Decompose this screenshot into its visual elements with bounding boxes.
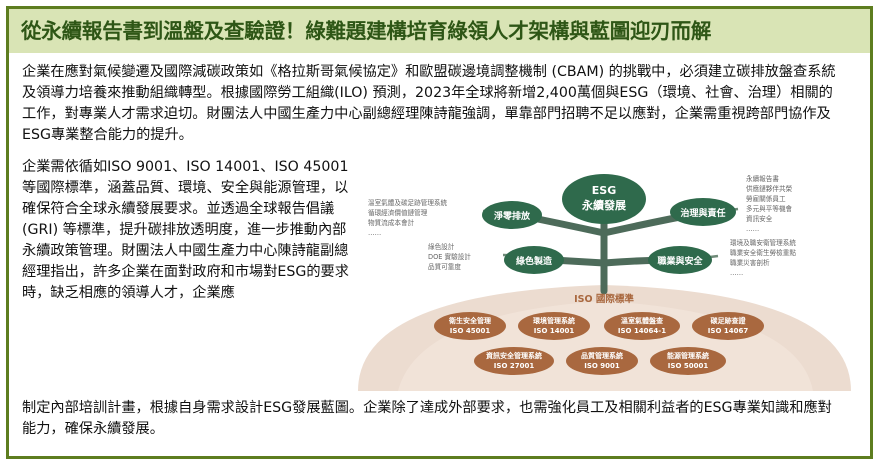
svg-text:品質可靠度: 品質可靠度 <box>428 262 461 271</box>
svg-text:ISO 9001: ISO 9001 <box>584 362 620 370</box>
svg-text:……: …… <box>730 269 743 277</box>
branch-safety-label: 職業與安全 <box>657 255 703 267</box>
esg-tree-diagram: ESG 永續發展 淨零排放 治理與責任 綠色製造 職業與安全 溫室氣體及碳足跡管… <box>358 163 851 391</box>
svg-text:溫室氣體盤查: 溫室氣體盤查 <box>621 316 664 325</box>
svg-text:職業安全衛生勞檢重點: 職業安全衛生勞檢重點 <box>730 248 796 257</box>
svg-text:供應鏈夥伴共榮: 供應鏈夥伴共榮 <box>746 184 793 193</box>
svg-text:物質流成本會計: 物質流成本會計 <box>368 218 415 227</box>
svg-text:衛生安全管理: 衛生安全管理 <box>448 316 491 325</box>
iso-badge-45001: 衛生安全管理 ISO 45001 <box>434 312 506 340</box>
branch-green-mfg-label: 綠色製造 <box>516 255 553 267</box>
branch-safety <box>648 246 712 274</box>
iso-badge-9001: 品質管理系統 ISO 9001 <box>566 347 638 375</box>
esg-center-line1: ESG <box>592 184 616 197</box>
svg-text:永續報告書: 永續報告書 <box>746 174 779 183</box>
svg-text:能源管理系統: 能源管理系統 <box>667 351 709 360</box>
svg-text:環境及職安衛管理系統: 環境及職安衛管理系統 <box>730 238 796 247</box>
esg-center-node <box>562 174 646 224</box>
branch-net-zero <box>482 201 542 229</box>
svg-text:ISO 14001: ISO 14001 <box>534 327 575 335</box>
svg-text:……: …… <box>746 225 759 233</box>
svg-text:環境管理系統: 環境管理系統 <box>533 316 575 325</box>
svg-text:ISO 50001: ISO 50001 <box>668 362 709 370</box>
iso-badge-27001: 資訊安全管理系統 ISO 27001 <box>474 347 554 375</box>
svg-text:循環經濟價值鏈管理: 循環經濟價值鏈管理 <box>368 208 428 217</box>
iso-badge-14001: 環境管理系統 ISO 14001 <box>518 312 590 340</box>
svg-text:溫室氣體及碳足跡管理系統: 溫室氣體及碳足跡管理系統 <box>368 198 448 207</box>
svg-text:職業災害剖析: 職業災害剖析 <box>730 258 770 267</box>
article-title: 從永續報告書到溫盤及查驗證！綠難題建構培育綠領人才架構與藍圖迎刃而解 <box>9 9 870 53</box>
svg-text:碳足跡查證: 碳足跡查證 <box>711 316 747 325</box>
closing-paragraph: 制定內部培訓計畫，根據自身需求設計ESG發展藍圖。企業除了達成外部要求，也需強化… <box>22 400 832 437</box>
svg-text:ISO 45001: ISO 45001 <box>450 327 491 335</box>
svg-text:資訊安全管理系統: 資訊安全管理系統 <box>486 351 542 360</box>
branch-governance-label: 治理與責任 <box>680 207 725 219</box>
iso-badge-14067: 碳足跡查證 ISO 14067 <box>692 312 764 340</box>
svg-text:勞雇關係員工: 勞雇關係員工 <box>746 194 786 203</box>
svg-text:ISO 14064-1: ISO 14064-1 <box>618 327 666 335</box>
iso-label: ISO 國際標準 <box>574 293 634 305</box>
note-mid-right: 環境及職安衛管理系統 職業安全衛生勞檢重點 職業災害剖析 …… <box>730 238 796 277</box>
svg-text:多元與平等機會: 多元與平等機會 <box>746 204 793 213</box>
iso-badge-50001: 能源管理系統 ISO 50001 <box>650 347 726 375</box>
branch-governance <box>670 198 736 226</box>
branch-net-zero-label: 淨零排放 <box>493 210 531 222</box>
svg-text:品質管理系統: 品質管理系統 <box>581 351 623 360</box>
esg-center-line2: 永續發展 <box>581 198 627 212</box>
svg-text:……: …… <box>368 229 381 237</box>
svg-text:綠色設計: 綠色設計 <box>428 242 455 251</box>
note-top-left: 溫室氣體及碳足跡管理系統 循環經濟價值鏈管理 物質流成本會計 …… <box>368 198 448 237</box>
svg-text:資訊安全: 資訊安全 <box>746 214 773 223</box>
iso-badge-14064: 溫室氣體盤查 ISO 14064-1 <box>604 312 680 340</box>
left-paragraph: 企業需依循如ISO 9001、ISO 14001、ISO 45001等國際標準，… <box>22 159 349 301</box>
svg-text:DOE 實驗設計: DOE 實驗設計 <box>428 252 471 261</box>
svg-text:ISO 27001: ISO 27001 <box>494 362 535 370</box>
intro-paragraph: 企業在應對氣候變遷及國際減碳政策如《格拉斯哥氣候協定》和歐盟碳邊境調整機制 (C… <box>22 64 836 143</box>
note-mid-left: 綠色設計 DOE 實驗設計 品質可靠度 <box>428 242 471 271</box>
branch-green-mfg <box>504 246 564 274</box>
svg-text:ISO 14067: ISO 14067 <box>708 327 749 335</box>
note-top-right: 永續報告書 供應鏈夥伴共榮 勞雇關係員工 多元與平等機會 資訊安全 …… <box>746 174 793 233</box>
